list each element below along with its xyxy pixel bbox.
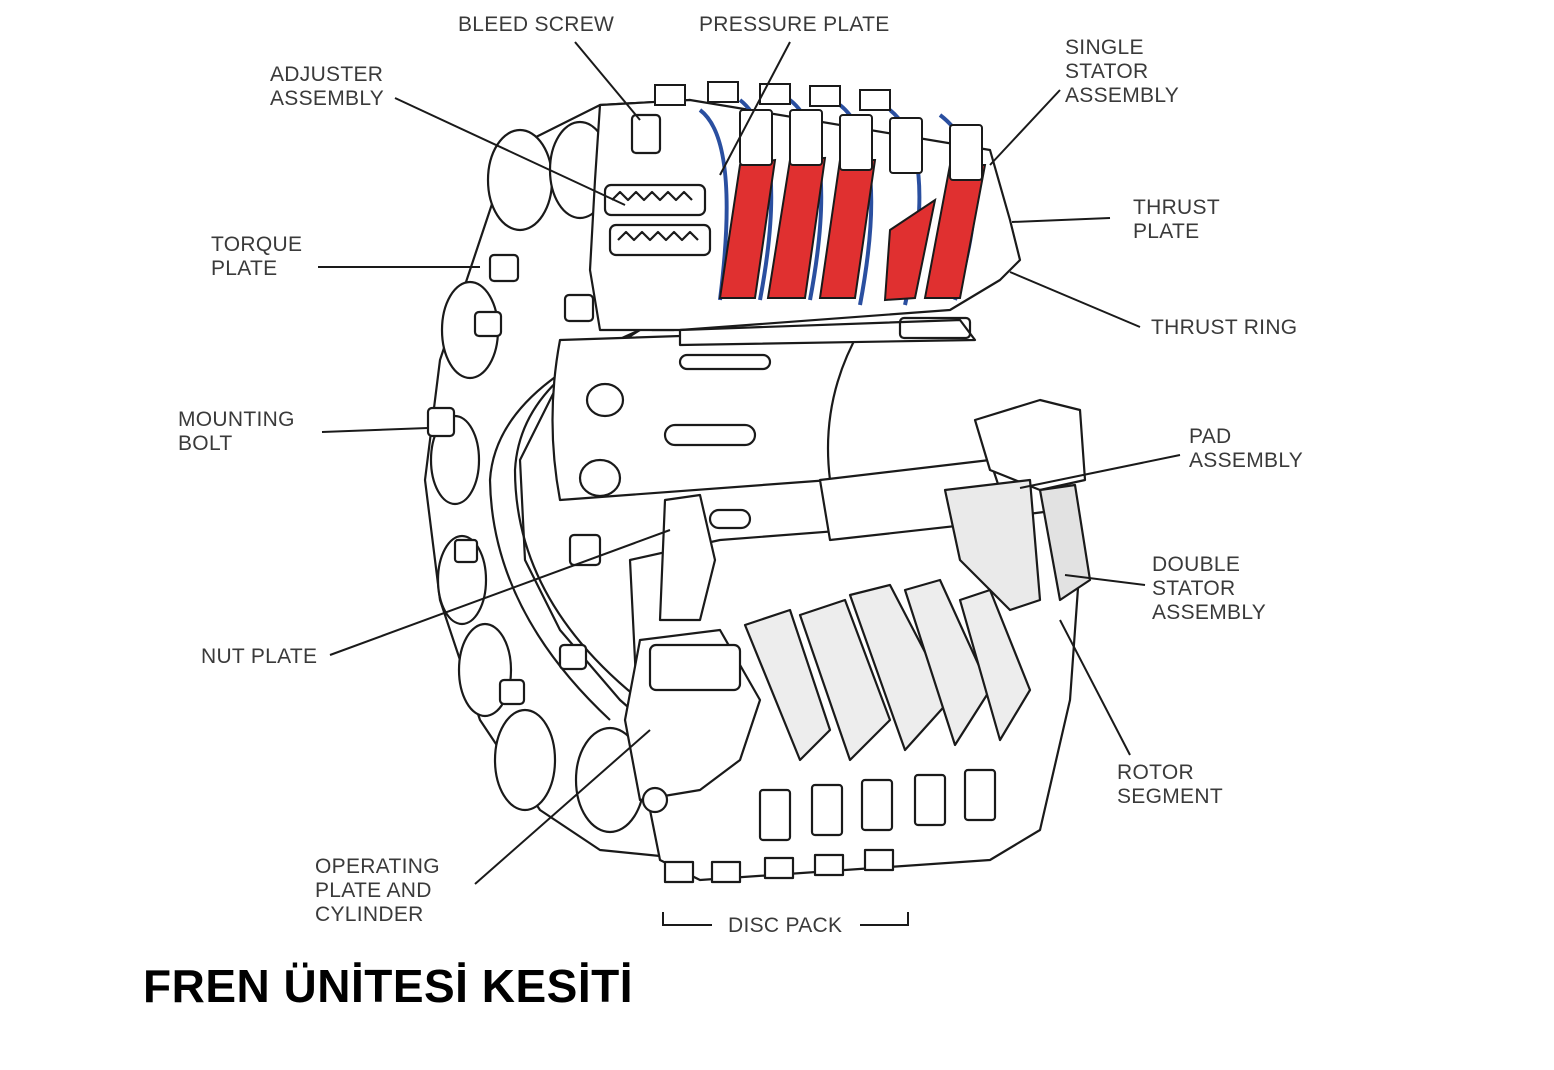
lower-disc-stack bbox=[623, 398, 1092, 884]
label-pressure-plate: PRESSURE PLATE bbox=[699, 13, 890, 36]
rotor-4 bbox=[883, 197, 937, 302]
label-disc-pack: DISC PACK bbox=[728, 914, 843, 937]
pad-assembly-shape bbox=[943, 478, 1042, 612]
label-bleed-screw: BLEED SCREW bbox=[458, 13, 615, 36]
label-nut-plate: NUT PLATE bbox=[201, 645, 318, 668]
upper-disc-stack bbox=[654, 81, 987, 306]
adjuster-springs bbox=[603, 183, 712, 257]
leader-lines bbox=[318, 41, 1181, 926]
bleed-screw bbox=[630, 113, 662, 155]
torque-plate-inner-2 bbox=[488, 344, 611, 721]
label-thrust-ring: THRUST RING bbox=[1151, 316, 1298, 339]
page-title: FREN ÜNİTESİ KESİTİ bbox=[143, 960, 633, 1012]
